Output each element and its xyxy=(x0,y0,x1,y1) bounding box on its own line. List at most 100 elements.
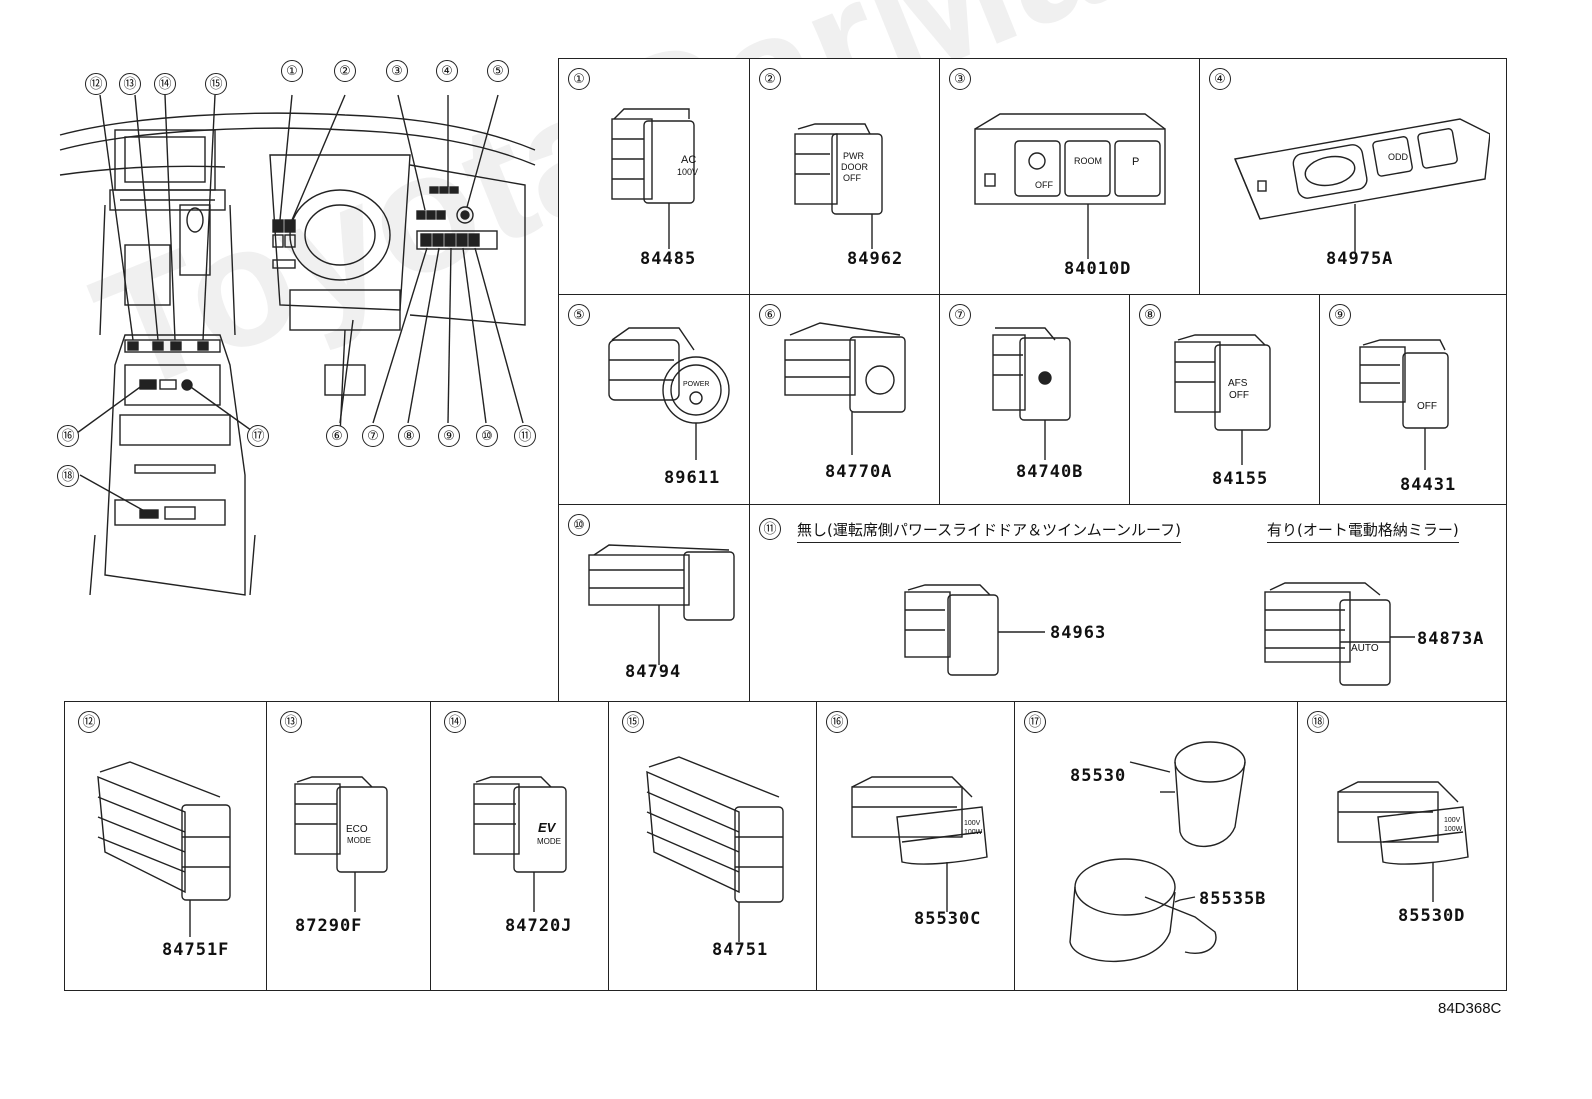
accessory-socket-drawing xyxy=(1069,741,1246,963)
cell-7-part-number: 84740B xyxy=(1016,462,1084,482)
cell-16-part-number: 85530C xyxy=(914,909,982,929)
cell-17-part-number-bottom: 85535B xyxy=(1199,889,1267,909)
cell-12: ⑫ 84751F xyxy=(64,701,267,991)
cell-7: ⑦ 84740B xyxy=(939,294,1130,505)
cell-9: ⑨ OFF 84431 xyxy=(1319,294,1507,505)
overview-callout-9: ⑨ xyxy=(438,425,460,447)
cell-2-label-door: DOOR xyxy=(841,162,868,172)
cell-15-number: ⑮ xyxy=(622,711,644,733)
cell-16-number: ⑯ xyxy=(826,711,848,733)
cell-14: ⑭ EV MODE 84720J xyxy=(430,701,609,991)
cell-1: ① AC 100V 84485 xyxy=(558,58,750,295)
overview-callout-8: ⑧ xyxy=(398,425,420,447)
cell-15-part-number: 84751 xyxy=(712,940,769,960)
cell-5: ⑤ POWER 89611 xyxy=(558,294,750,505)
cell-11-number: ⑪ xyxy=(759,518,781,540)
cell-3: ③ OFF ROOM P 84010D xyxy=(939,58,1200,295)
cell-6-number: ⑥ xyxy=(759,304,781,326)
overview-callout-1: ① xyxy=(281,60,303,82)
ac-outlet-2-drawing xyxy=(1337,781,1469,902)
cell-2-number: ② xyxy=(759,68,781,90)
overview-callout-13: ⑬ xyxy=(119,73,141,95)
cell-11: ⑪ 無し(運転席側パワースライドドア＆ツインムーンルーフ) 有り(オート電動格納… xyxy=(749,504,1507,702)
cell-11-part-number-left: 84963 xyxy=(1050,623,1107,643)
seat-heater-switch-drawing xyxy=(97,761,231,937)
cell-3-label-off: OFF xyxy=(1035,180,1053,190)
cell-16-label-100v: 100V xyxy=(964,820,981,827)
cell-10-part-number: 84794 xyxy=(625,662,682,682)
cell-4: ④ ODD 84975A xyxy=(1199,58,1507,295)
cell-4-number: ④ xyxy=(1209,68,1231,90)
cell-12-part-number: 84751F xyxy=(162,940,230,960)
cell-17: ⑰ 85530 85535B xyxy=(1014,701,1298,991)
sound-off-switch-drawing xyxy=(1359,339,1449,470)
cell-18-number: ⑱ xyxy=(1307,711,1329,733)
overview-callout-5: ⑤ xyxy=(487,60,509,82)
cell-9-label-off: OFF xyxy=(1417,401,1437,412)
overview-callout-14: ⑭ xyxy=(154,73,176,95)
cell-8-label-off: OFF xyxy=(1229,390,1249,401)
cell-11-label-auto: AUTO xyxy=(1351,643,1379,654)
cell-12-number: ⑫ xyxy=(78,711,100,733)
dashboard-overview-drawing xyxy=(59,94,536,596)
cell-5-label-power: POWER xyxy=(683,381,710,388)
cell-2-part-number: 84962 xyxy=(847,249,904,269)
ev-mode-switch-drawing xyxy=(473,776,567,912)
cell-1-label-100v: 100V xyxy=(677,167,699,177)
cell-7-number: ⑦ xyxy=(949,304,971,326)
cell-2: ② PWR DOOR OFF 84962 xyxy=(749,58,940,295)
cell-18-label-100w: 100W xyxy=(1444,826,1463,833)
cell-1-label-ac: AC xyxy=(681,154,697,166)
cell-6: ⑥ 84770A xyxy=(749,294,940,505)
cell-16: ⑯ 100V 100W 85530C xyxy=(816,701,1015,991)
cell-4-label-odd: ODD xyxy=(1388,152,1408,162)
power-switch-drawing xyxy=(608,327,730,460)
overview-callout-2: ② xyxy=(334,60,356,82)
cell-1-number: ① xyxy=(568,68,590,90)
overview-callout-3: ③ xyxy=(386,60,408,82)
afs-off-switch-drawing xyxy=(1174,334,1271,465)
overview-callout-4: ④ xyxy=(436,60,458,82)
cell-9-number: ⑨ xyxy=(1329,304,1351,326)
cell-5-number: ⑤ xyxy=(568,304,590,326)
cell-11-part-number-right: 84873A xyxy=(1417,629,1485,649)
cell-3-part-number: 84010D xyxy=(1064,259,1132,279)
overview-callout-18: ⑱ xyxy=(57,465,79,487)
overview-callout-10: ⑩ xyxy=(476,425,498,447)
sliding-door-switch-drawing xyxy=(904,584,1045,676)
overview-callout-6: ⑥ xyxy=(326,425,348,447)
cell-10-number: ⑩ xyxy=(568,514,590,536)
cell-3-label-p: P xyxy=(1132,156,1140,168)
overview-callout-12: ⑫ xyxy=(85,73,107,95)
overview-callout-15: ⑮ xyxy=(205,73,227,95)
cell-13: ⑬ ECO MODE 87290F xyxy=(266,701,431,991)
cell-8-number: ⑧ xyxy=(1139,304,1161,326)
cell-14-part-number: 84720J xyxy=(505,916,573,936)
cell-14-label-ev: EV xyxy=(538,820,556,835)
diagram-code: 84D368C xyxy=(1438,1000,1502,1017)
cell-8: ⑧ AFS OFF 84155 xyxy=(1129,294,1320,505)
cell-10: ⑩ 84794 xyxy=(558,504,750,702)
cell-18-part-number: 85530D xyxy=(1398,906,1466,926)
cell-5-part-number: 89611 xyxy=(664,468,721,488)
auto-mirror-switch-drawing xyxy=(1264,582,1415,686)
cell-6-part-number: 84770A xyxy=(825,462,893,482)
cell-18: ⑱ 100V 100W 85530D xyxy=(1297,701,1507,991)
cell-9-part-number: 84431 xyxy=(1400,475,1457,495)
cell-13-number: ⑬ xyxy=(280,711,302,733)
overview-callout-11: ⑪ xyxy=(514,425,536,447)
cell-11-note-with: 有り(オート電動格納ミラー) xyxy=(1267,519,1459,543)
cell-1-part-number: 84485 xyxy=(640,249,697,269)
odd-mirror-switch-drawing xyxy=(1234,118,1490,254)
cell-8-part-number: 84155 xyxy=(1212,469,1269,489)
cell-3-label-room: ROOM xyxy=(1074,156,1102,166)
headlamp-leveling-dial-drawing xyxy=(784,322,906,455)
cell-3-number: ③ xyxy=(949,68,971,90)
pwr-door-off-switch-drawing xyxy=(794,123,883,249)
triple-switch-drawing xyxy=(974,113,1166,259)
cell-14-number: ⑭ xyxy=(444,711,466,733)
cell-16-label-100w: 100W xyxy=(964,829,983,836)
overview-callout-7: ⑦ xyxy=(362,425,384,447)
cell-11-note-without: 無し(運転席側パワースライドドア＆ツインムーンルーフ) xyxy=(797,519,1182,543)
